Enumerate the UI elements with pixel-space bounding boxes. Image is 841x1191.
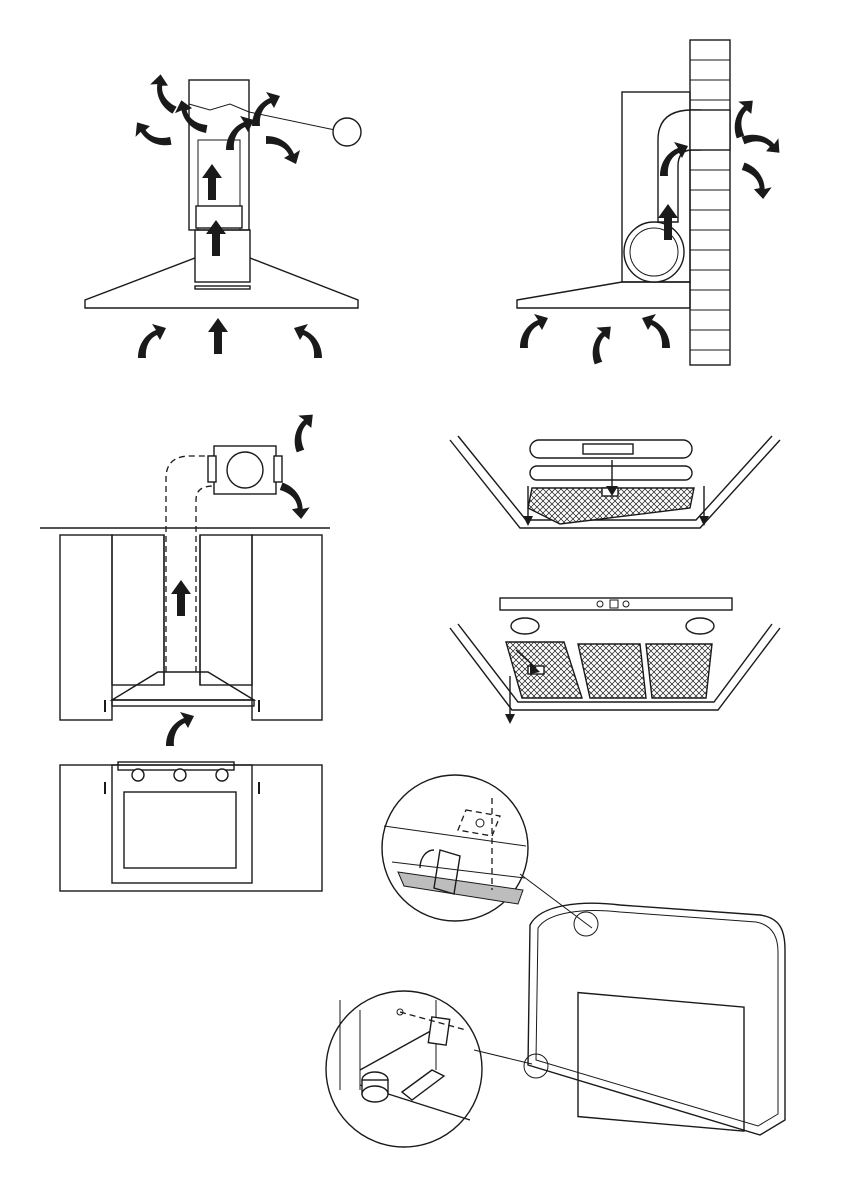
panel-oven-door bbox=[326, 775, 785, 1147]
curved-arrow-icon bbox=[642, 314, 670, 348]
curved-arrow-icon bbox=[133, 117, 171, 150]
cabinet-hood bbox=[112, 672, 254, 700]
stove-unit bbox=[60, 765, 322, 891]
curved-arrow-icon bbox=[520, 314, 548, 348]
fan-motor bbox=[624, 222, 684, 282]
panel-multi-filter bbox=[450, 598, 780, 724]
corner-canopy bbox=[517, 282, 690, 308]
callout-circle bbox=[333, 118, 361, 146]
knob bbox=[174, 769, 186, 781]
curved-arrow-icon bbox=[166, 712, 194, 746]
hood-filter-bar bbox=[195, 286, 250, 289]
hinge-callout-bottom bbox=[326, 991, 482, 1147]
curved-arrow-icon bbox=[725, 97, 763, 139]
curved-arrow-icon bbox=[138, 324, 166, 358]
duct-path bbox=[166, 456, 214, 672]
curved-arrow-icon bbox=[735, 162, 777, 200]
lamp bbox=[511, 618, 539, 634]
left-cabinet bbox=[60, 535, 112, 720]
knob bbox=[132, 769, 144, 781]
oven-door bbox=[528, 903, 785, 1135]
hood-base bbox=[112, 700, 254, 706]
curved-arrow-icon bbox=[285, 411, 323, 453]
curved-arrow-icon bbox=[294, 324, 322, 358]
door-window bbox=[578, 993, 744, 1132]
curved-arrow-icon bbox=[583, 323, 621, 365]
right-cabinet bbox=[252, 535, 322, 720]
curved-arrow-icon bbox=[273, 482, 315, 520]
knob bbox=[216, 769, 228, 781]
panel-cabinet-duct bbox=[40, 411, 330, 891]
panel-filter-removal bbox=[450, 436, 780, 528]
straight-arrow-icon bbox=[208, 318, 228, 354]
brick-wall bbox=[690, 40, 730, 365]
curved-arrow-icon bbox=[266, 136, 300, 164]
straight-arrow-icon bbox=[171, 580, 191, 616]
oven-window bbox=[124, 792, 236, 868]
panel-chimney-hood bbox=[85, 72, 361, 358]
grease-filter bbox=[578, 644, 646, 698]
cut-line bbox=[189, 104, 249, 112]
straight-arrow-icon bbox=[202, 164, 222, 200]
panel-corner-hood bbox=[517, 40, 783, 365]
lamp bbox=[686, 618, 714, 634]
curved-arrow-icon bbox=[252, 92, 280, 126]
hood-motor-box bbox=[195, 230, 250, 282]
curved-arrow-icon bbox=[742, 125, 784, 163]
grease-filter bbox=[646, 644, 712, 698]
